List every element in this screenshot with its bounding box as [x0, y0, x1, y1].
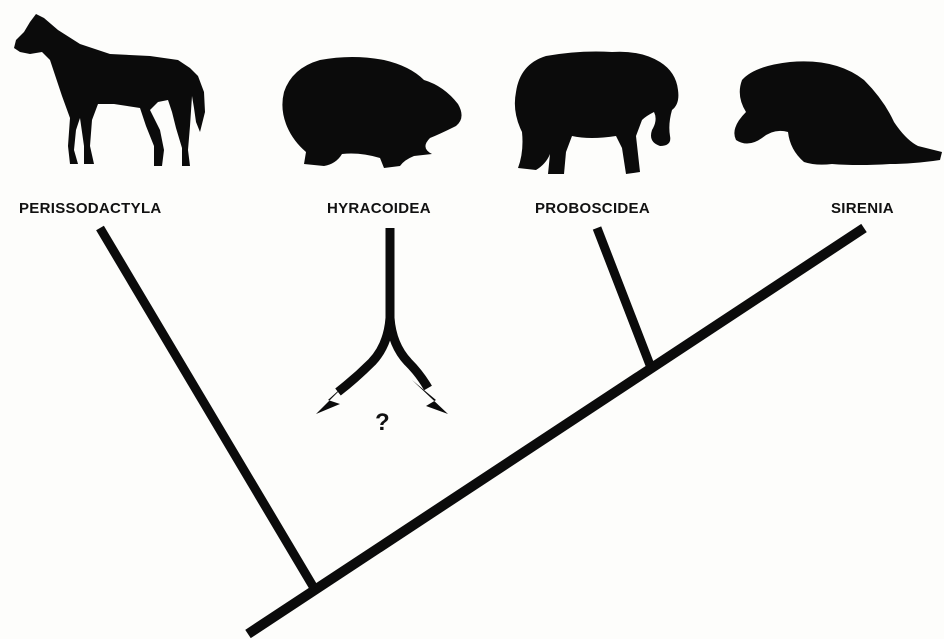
uncertainty-mark: ? — [375, 409, 390, 437]
arrow-left-icon — [316, 380, 350, 414]
label-proboscidea: PROBOSCIDEA — [535, 200, 650, 217]
horse-silhouette — [14, 14, 205, 166]
label-sirenia: SIRENIA — [831, 200, 894, 217]
branch-proboscidea — [597, 228, 650, 365]
branch-hyracoidea — [338, 228, 428, 392]
hyrax-silhouette — [282, 57, 461, 168]
branch-perissodactyla — [100, 228, 314, 588]
manatee-silhouette — [734, 61, 942, 165]
label-perissodactyla: PERISSODACTYLA — [19, 200, 162, 217]
elephant-silhouette — [515, 52, 679, 175]
label-hyracoidea: HYRACOIDEA — [327, 200, 431, 217]
root-branch — [248, 228, 864, 634]
